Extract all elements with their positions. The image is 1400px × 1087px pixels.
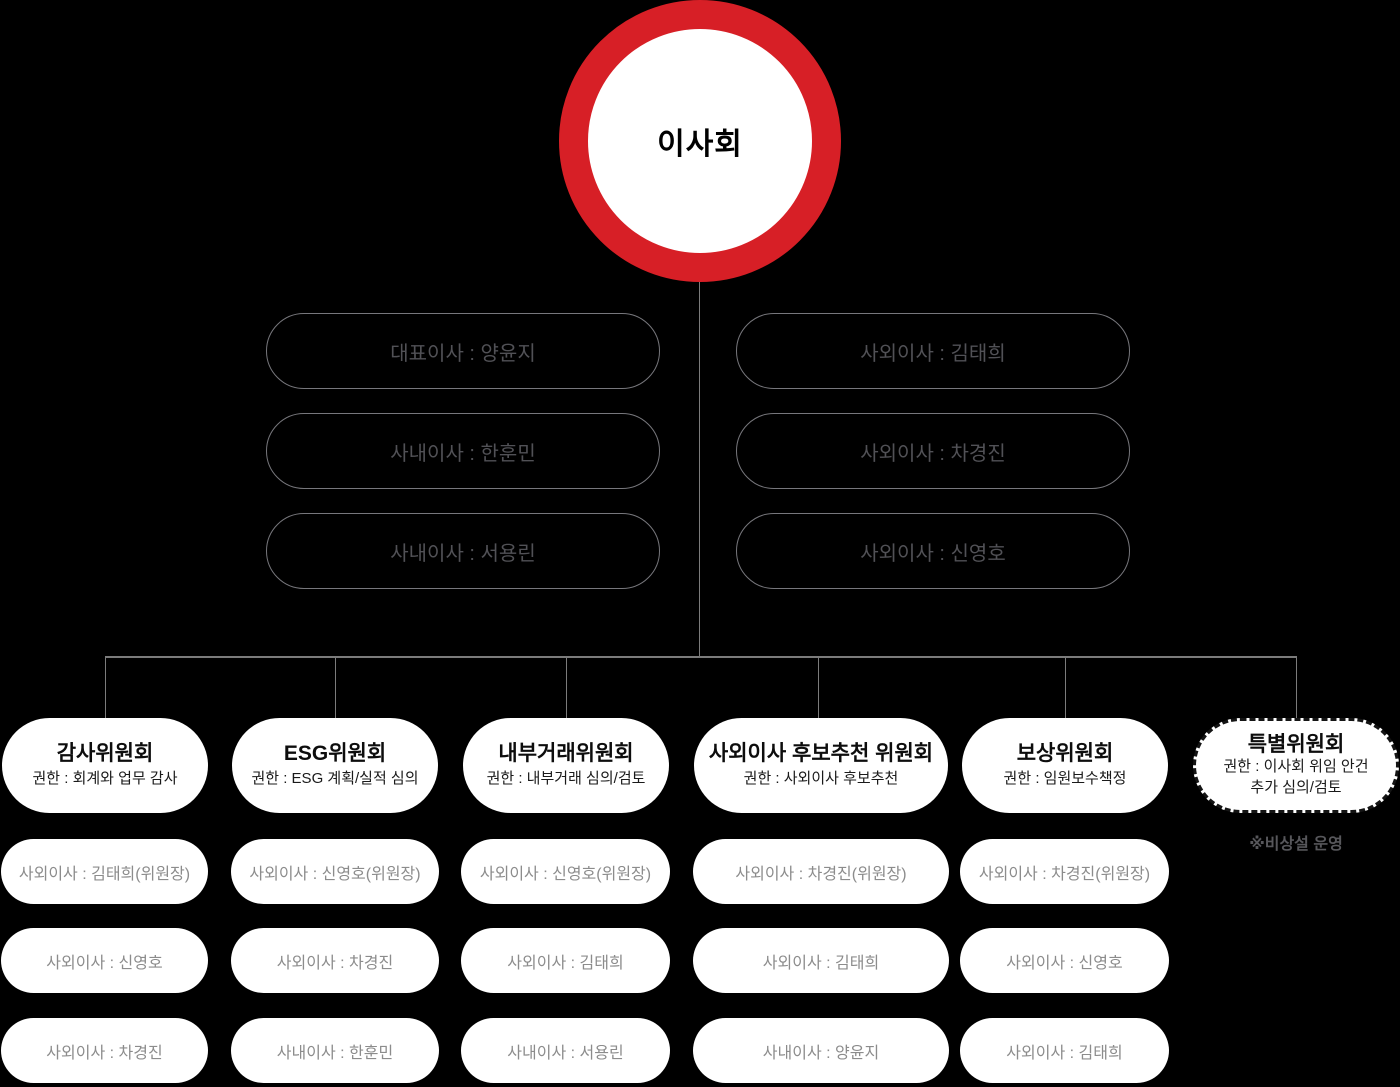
member-pill: 사외이사 : 차경진(위원장)	[693, 839, 949, 904]
committee-stub-line-3	[566, 658, 567, 718]
member-pill: 사외이사 : 신영호	[1, 928, 208, 993]
committee-header-internal-trade: 내부거래위원회 권한 : 내부거래 심의/검토	[463, 718, 669, 813]
member-label: 사외이사 : 김태희	[1006, 1044, 1123, 1062]
member-label: 사외이사 : 차경진	[276, 954, 394, 972]
member-label: 사외이사 : 김태희	[762, 954, 880, 972]
director-label: 사외이사 : 김태희	[860, 342, 1006, 365]
committee-title: 감사위원회	[56, 742, 154, 766]
committee-header-special: 특별위원회 권한 : 이사회 위임 안건 추가 심의/검토	[1193, 718, 1399, 813]
committee-title: ESG위원회	[283, 742, 387, 766]
committee-header-candidate-recommendation: 사외이사 후보추천 위원회 권한 : 사외이사 후보추천	[694, 718, 948, 813]
committee-title: 내부거래위원회	[498, 742, 634, 766]
member-label: 사내이사 : 양윤지	[762, 1044, 880, 1062]
member-pill: 사외이사 : 신영호(위원장)	[231, 839, 439, 904]
member-label: 사내이사 : 서용린	[507, 1044, 624, 1062]
committee-header-esg: ESG위원회 권한 : ESG 계획/실적 심의	[232, 718, 438, 813]
member-pill: 사외이사 : 김태희	[461, 928, 670, 993]
board-circle: 이사회	[559, 0, 841, 282]
committee-header-audit: 감사위원회 권한 : 회계와 업무 감사	[2, 718, 208, 813]
board-label: 이사회	[657, 128, 743, 161]
member-label: 사외이사 : 신영호	[1006, 954, 1123, 972]
committee-authority: 권한 : ESG 계획/실적 심의	[251, 770, 419, 788]
committee-header-compensation: 보상위원회 권한 : 임원보수책정	[962, 718, 1168, 813]
committee-authority: 권한 : 임원보수책정	[1003, 770, 1127, 788]
member-pill: 사외이사 : 신영호	[960, 928, 1169, 993]
committee-title: 보상위원회	[1016, 742, 1114, 766]
director-label: 대표이사 : 양윤지	[390, 342, 536, 365]
committee-authority-line2: 추가 심의/검토	[1250, 779, 1342, 797]
committee-stub-line-6	[1296, 658, 1297, 718]
member-label: 사내이사 : 한훈민	[276, 1044, 394, 1062]
director-pill-left-1: 대표이사 : 양윤지	[266, 313, 660, 389]
member-label: 사외이사 : 김태희(위원장)	[18, 865, 191, 883]
member-pill: 사외이사 : 김태희(위원장)	[1, 839, 208, 904]
member-label: 사외이사 : 신영호(위원장)	[249, 865, 421, 883]
director-label: 사내이사 : 한훈민	[390, 442, 536, 465]
committee-authority-line1: 권한 : 이사회 위임 안건	[1223, 758, 1369, 776]
member-label: 사외이사 : 차경진	[46, 1044, 163, 1062]
committee-stub-line-4	[818, 658, 819, 718]
committee-stub-line-5	[1065, 658, 1066, 718]
committee-authority: 권한 : 사외이사 후보추천	[743, 770, 899, 788]
director-pill-right-1: 사외이사 : 김태희	[736, 313, 1130, 389]
member-pill: 사외이사 : 김태희	[960, 1018, 1169, 1083]
member-pill: 사외이사 : 차경진(위원장)	[960, 839, 1169, 904]
member-label: 사외이사 : 차경진(위원장)	[735, 865, 907, 883]
committee-title: 사외이사 후보추천 위원회	[708, 742, 934, 766]
member-label: 사외이사 : 신영호	[46, 954, 163, 972]
board-vertical-connector-line	[699, 282, 700, 657]
director-pill-right-2: 사외이사 : 차경진	[736, 413, 1130, 489]
committees-horizontal-connector-line	[105, 656, 1297, 658]
director-pill-left-3: 사내이사 : 서용린	[266, 513, 660, 589]
director-label: 사외이사 : 신영호	[860, 542, 1006, 565]
director-pill-left-2: 사내이사 : 한훈민	[266, 413, 660, 489]
special-committee-note: ※비상설 운영	[1249, 836, 1343, 853]
member-pill: 사외이사 : 차경진	[1, 1018, 208, 1083]
committee-stub-line-2	[335, 658, 336, 718]
member-label: 사외이사 : 신영호(위원장)	[479, 865, 652, 883]
member-pill: 사외이사 : 차경진	[231, 928, 439, 993]
member-pill: 사외이사 : 김태희	[693, 928, 949, 993]
member-pill: 사내이사 : 양윤지	[693, 1018, 949, 1083]
director-label: 사외이사 : 차경진	[860, 442, 1006, 465]
director-pill-right-3: 사외이사 : 신영호	[736, 513, 1130, 589]
committee-authority: 권한 : 내부거래 심의/검토	[486, 770, 646, 788]
committee-authority: 권한 : 회계와 업무 감사	[32, 770, 178, 788]
member-label: 사외이사 : 김태희	[507, 954, 624, 972]
director-label: 사내이사 : 서용린	[390, 542, 536, 565]
member-label: 사외이사 : 차경진(위원장)	[978, 865, 1151, 883]
member-pill: 사내이사 : 한훈민	[231, 1018, 439, 1083]
member-pill: 사외이사 : 신영호(위원장)	[461, 839, 670, 904]
committee-title: 특별위원회	[1247, 733, 1345, 757]
member-pill: 사내이사 : 서용린	[461, 1018, 670, 1083]
committee-stub-line-1	[105, 658, 106, 718]
